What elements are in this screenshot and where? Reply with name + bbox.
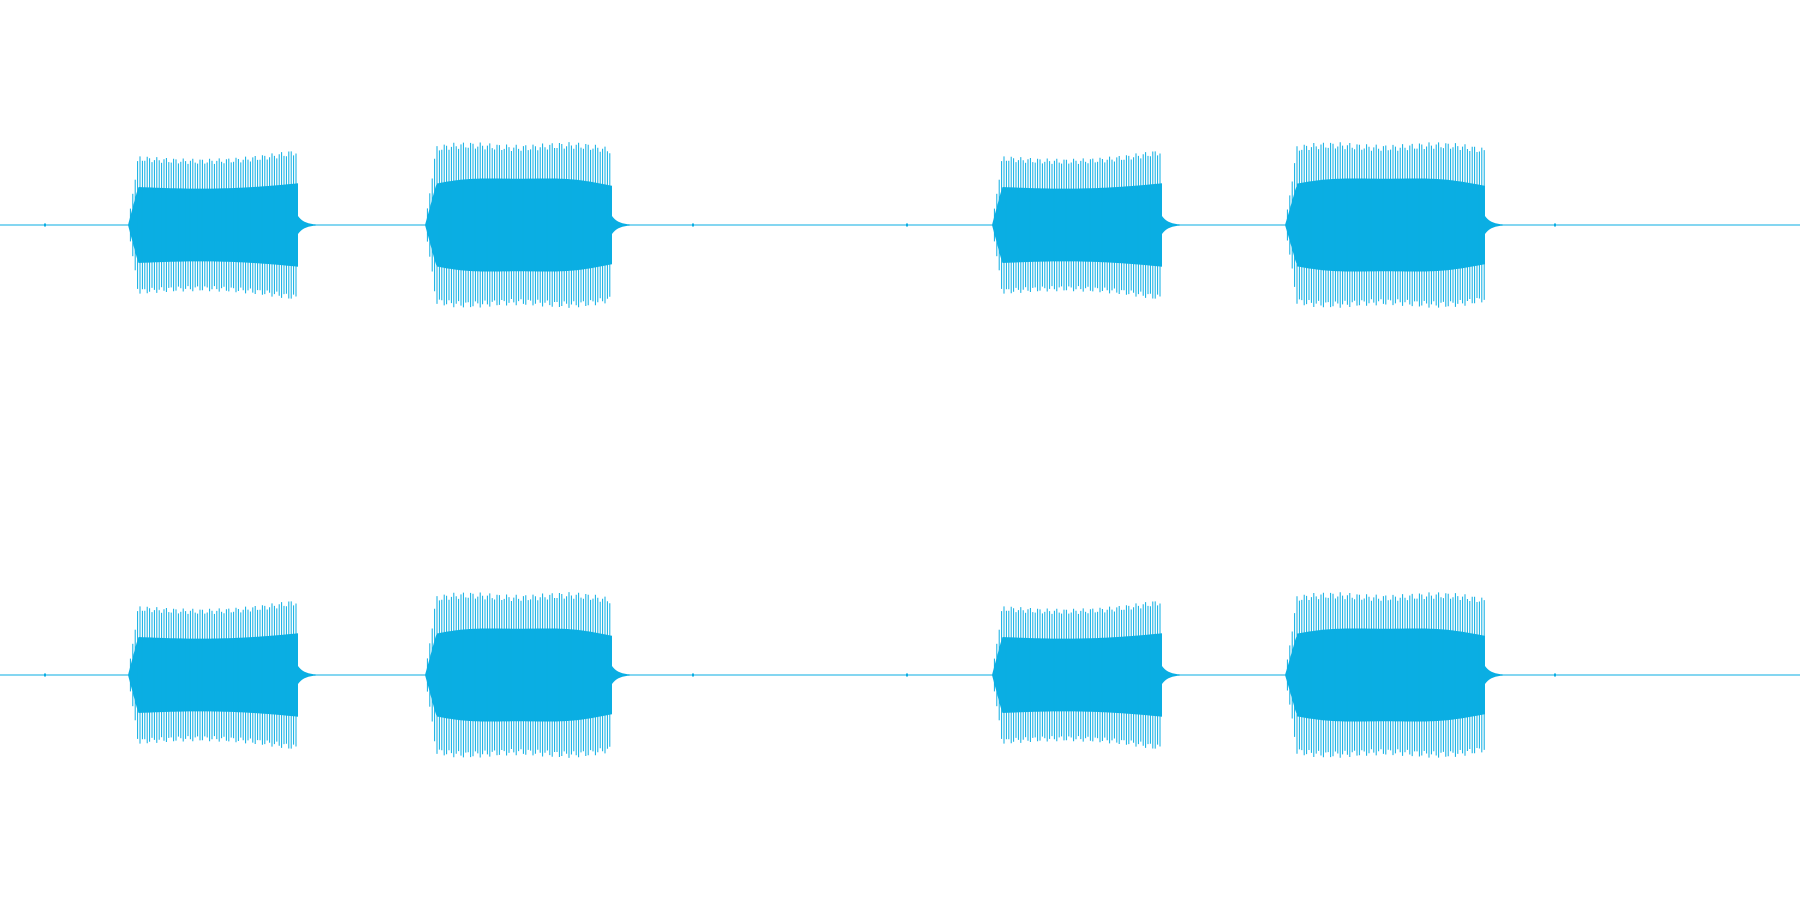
burst-decay-tail: [1162, 666, 1188, 684]
channel-1-track: [0, 142, 1800, 308]
burst-decay-tail: [1162, 216, 1188, 234]
burst-decay-tail: [298, 666, 324, 684]
burst-decay-tail: [1485, 216, 1511, 234]
burst-decay-tail: [1485, 666, 1511, 684]
burst-decay-tail: [612, 216, 638, 234]
burst-decay-tail: [298, 216, 324, 234]
channel-2-track: [0, 592, 1800, 758]
burst-decay-tail: [612, 666, 638, 684]
